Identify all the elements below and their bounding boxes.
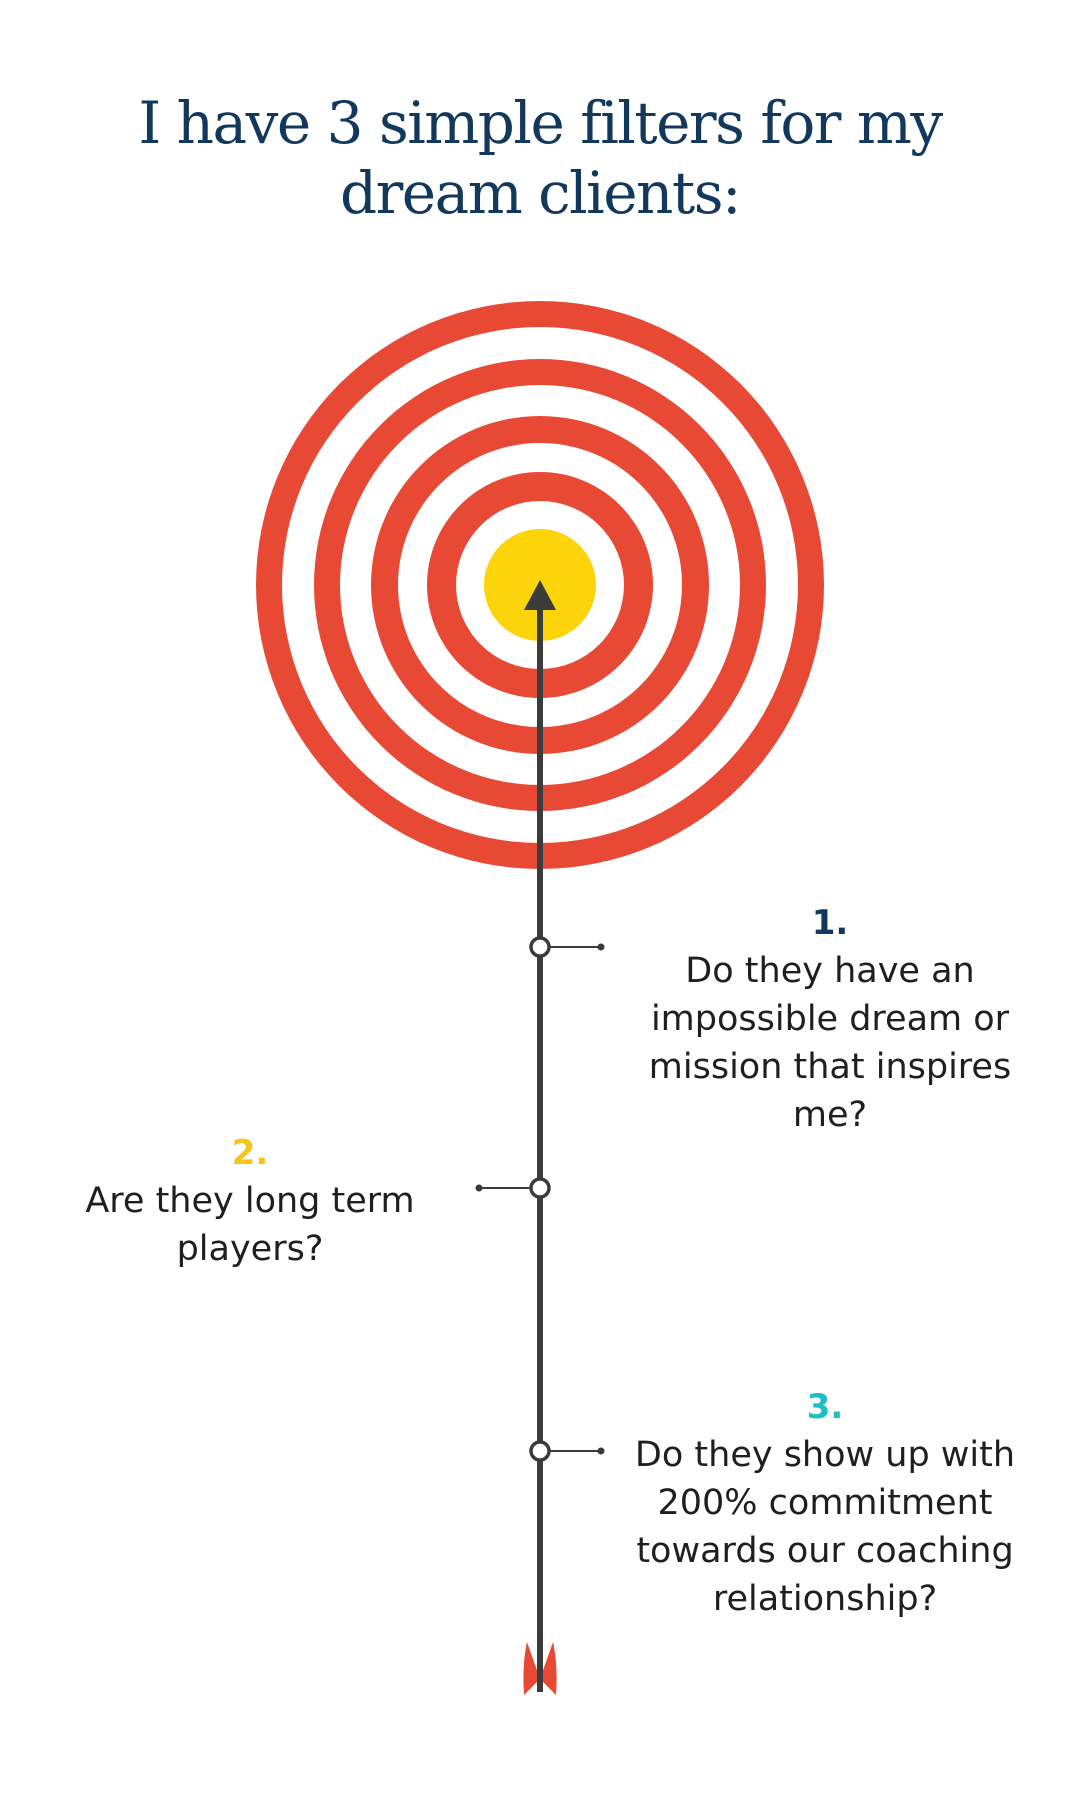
filter-text-3-line-3: towards our coaching: [636, 1531, 1014, 1571]
filter-text-1-line-1: Do they have an: [685, 951, 975, 991]
title-line-2: dream clients:: [339, 159, 742, 227]
filter-text-3-line-4: relationship?: [712, 1579, 938, 1619]
filter-item-3: 3. Do they show up with 200% commitment …: [600, 1387, 1050, 1623]
filter-text-2-line-2: players?: [176, 1229, 324, 1269]
filter-text-1-line-2: impossible dream or: [650, 999, 1010, 1039]
title-line-1: I have 3 simple filters for my: [138, 89, 943, 157]
filter-text-2-line-1: Are they long term: [85, 1181, 415, 1221]
filter-item-2: 2. Are they long term players?: [40, 1133, 460, 1273]
connector-2: [475, 1177, 551, 1199]
node-marker-2: [529, 1177, 551, 1199]
filter-number-2: 2.: [231, 1133, 269, 1173]
filter-number-3: 3.: [806, 1387, 844, 1427]
connector-3: [529, 1440, 605, 1462]
filter-text-3-line-2: 200% commitment: [657, 1483, 993, 1523]
filter-item-1: 1. Do they have an impossible dream or m…: [610, 903, 1050, 1139]
filter-number-1: 1.: [811, 903, 849, 943]
filter-text-1-line-4: me?: [792, 1095, 868, 1135]
arrow-fletching-right: [540, 1642, 557, 1695]
arrow-head: [524, 580, 556, 610]
filter-text-3-line-1: Do they show up with: [634, 1435, 1016, 1475]
node-marker-3: [529, 1440, 551, 1462]
node-marker-1: [529, 936, 551, 958]
page-title: I have 3 simple filters for my dream cli…: [0, 88, 1080, 228]
arrow-fletching-left: [523, 1642, 540, 1695]
connector-1: [529, 936, 605, 958]
arrow-icon: [523, 580, 557, 1695]
filter-text-1-line-3: mission that inspires: [648, 1047, 1012, 1087]
